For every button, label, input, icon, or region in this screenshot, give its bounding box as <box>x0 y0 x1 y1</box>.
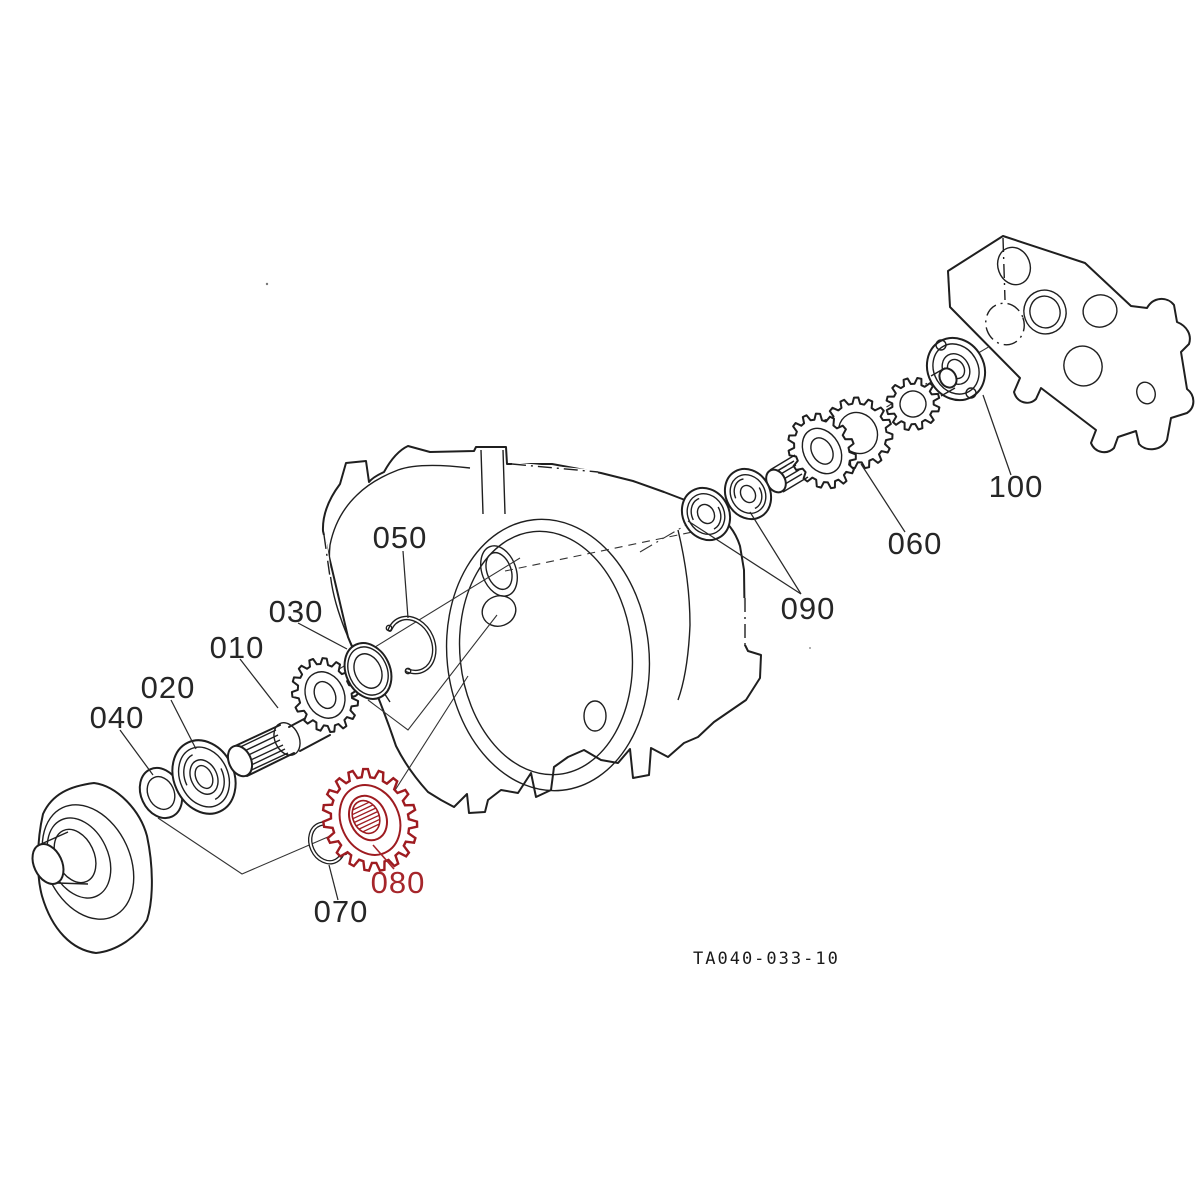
drawing-code: TA040-033-10 <box>693 949 840 969</box>
transmission-case <box>321 445 762 814</box>
snap-ring-050 <box>385 615 437 675</box>
bearing-100 <box>925 336 987 402</box>
callout-080-highlighted[interactable]: 080 <box>371 865 426 900</box>
callout-100[interactable]: 100 <box>989 469 1044 504</box>
front-cover-part <box>31 782 153 954</box>
bearing-090a <box>680 486 732 542</box>
callout-010[interactable]: 010 <box>210 630 265 665</box>
callout-040[interactable]: 040 <box>90 700 145 735</box>
bearing-090b <box>723 467 773 521</box>
callout-030[interactable]: 030 <box>269 594 324 629</box>
callout-020[interactable]: 020 <box>141 670 196 705</box>
leader-lines <box>119 394 1012 901</box>
callout-090[interactable]: 090 <box>781 591 836 626</box>
oil-seal-030 <box>343 642 393 700</box>
callout-070[interactable]: 070 <box>314 894 369 929</box>
gear-080-highlighted <box>321 767 419 872</box>
print-speck <box>265 282 269 286</box>
callout-060[interactable]: 060 <box>888 526 943 561</box>
mounting-plate <box>947 235 1195 454</box>
input-shaft-010 <box>226 657 360 778</box>
callout-050[interactable]: 050 <box>373 520 428 555</box>
counter-shaft-gear-060 <box>765 367 958 494</box>
gear-080-spline-hatch <box>351 801 381 833</box>
oil-seal-040 <box>138 766 184 820</box>
print-speck <box>809 647 811 649</box>
